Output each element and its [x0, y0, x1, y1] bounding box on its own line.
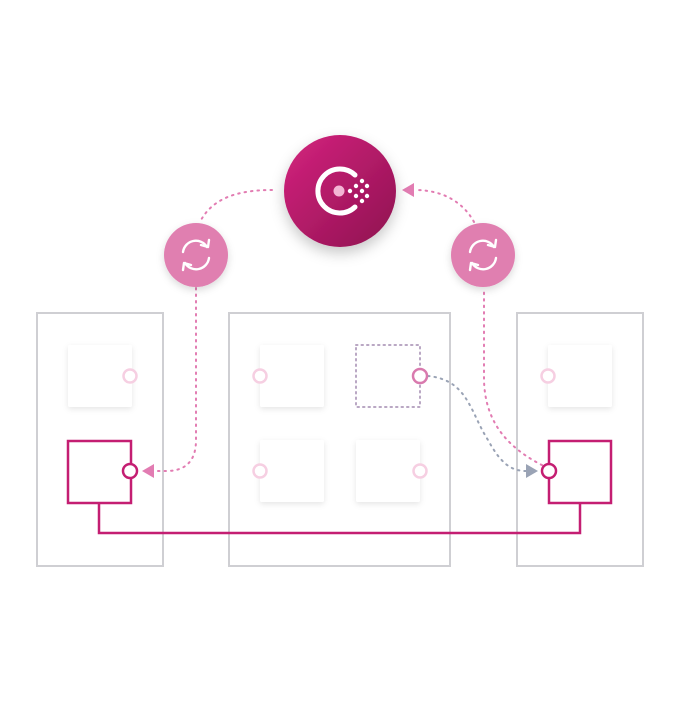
connection-logo-to-left-sync [199, 189, 273, 223]
connection-left-to-right-service [97, 502, 582, 535]
host-left [36, 312, 164, 567]
service-card-middle-bottom-right [356, 440, 420, 502]
service-port-middle-top-left [252, 368, 268, 384]
service-card-right-top [548, 345, 612, 407]
connection-right-service-to-right-sync [483, 287, 549, 469]
consul-logo-icon [315, 166, 370, 216]
proxy-service-port [411, 367, 429, 385]
active-service-right [547, 439, 613, 505]
active-service-port-left [121, 462, 139, 480]
active-service-port-right [540, 462, 558, 480]
host-middle [228, 312, 451, 567]
sync-arrows-icon [181, 238, 211, 272]
arrow-head-left-service [142, 464, 154, 478]
service-card-left-top [68, 345, 132, 407]
consul-logo [284, 135, 396, 247]
connection-right-sync-to-logo [414, 189, 475, 223]
sync-arrows-icon [468, 238, 498, 272]
service-port-left-top [122, 368, 138, 384]
proxy-service-middle [355, 344, 421, 408]
host-right [516, 312, 644, 567]
active-service-left [66, 439, 133, 505]
service-port-middle-bottom-left [252, 463, 268, 479]
connection-left-sync-to-left-service [155, 287, 197, 472]
sync-node-right [451, 223, 515, 287]
service-port-middle-bottom-right [412, 463, 428, 479]
arrow-head-logo [402, 183, 414, 197]
service-card-middle-top-left [260, 345, 324, 407]
service-port-right-top [540, 368, 556, 384]
connection-proxy-to-right-service [427, 375, 527, 472]
arrow-head-right-service [526, 464, 538, 478]
sync-node-left [164, 223, 228, 287]
service-card-middle-bottom-left [260, 440, 324, 502]
